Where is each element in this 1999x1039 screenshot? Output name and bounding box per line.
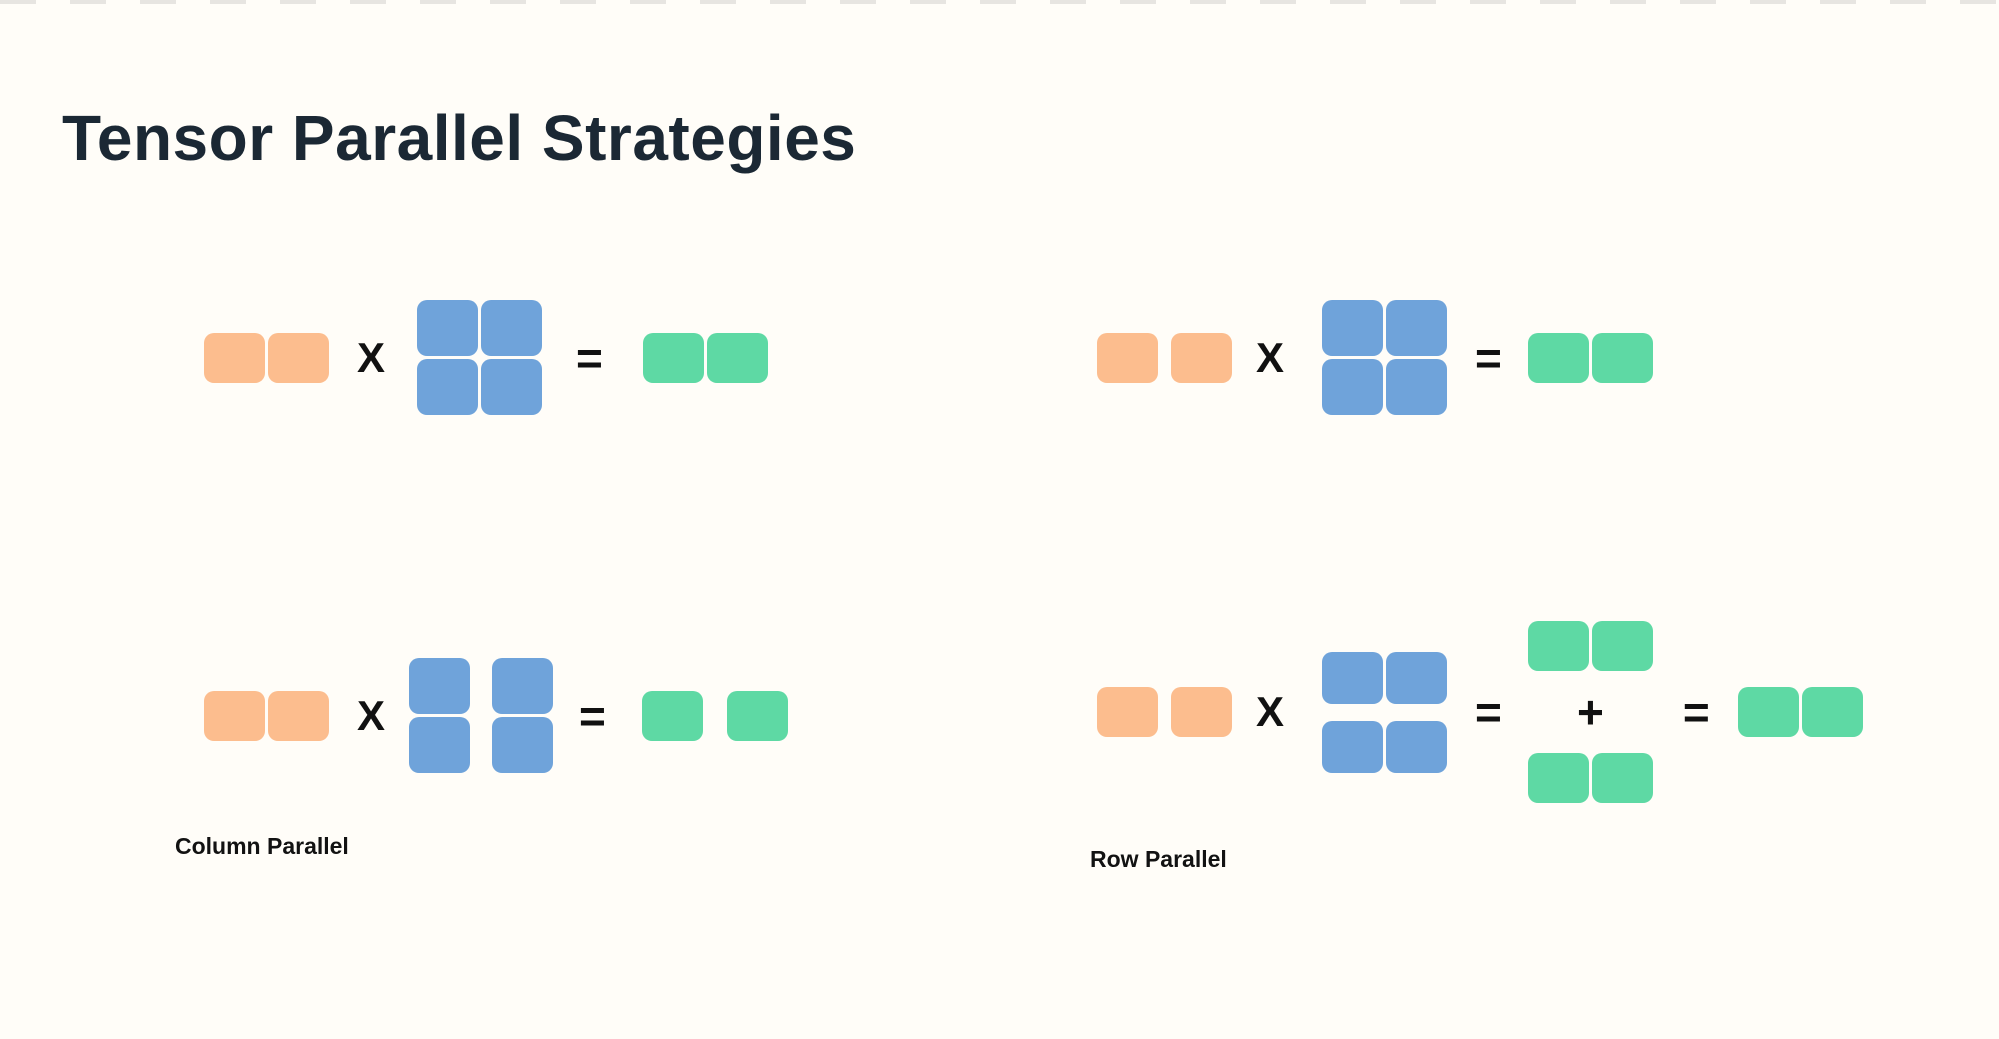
output-matrix bbox=[642, 332, 768, 383]
multiply-operator: X bbox=[357, 333, 386, 381]
output-matrix-row bbox=[1527, 332, 1653, 383]
weight-matrix bbox=[1322, 300, 1448, 415]
weight-shard-block bbox=[1322, 359, 1384, 415]
weight-shard-block bbox=[1322, 720, 1384, 773]
output-matrix bbox=[1527, 332, 1653, 383]
output-shard-block bbox=[726, 690, 788, 741]
output-shard-block bbox=[1527, 753, 1589, 803]
weight-shard-block bbox=[1386, 300, 1448, 356]
input-matrix-row bbox=[1097, 332, 1232, 383]
equals-operator: = bbox=[1475, 331, 1502, 384]
weight-matrix-row bbox=[1322, 651, 1448, 704]
input-shard-block bbox=[268, 690, 329, 741]
input-shard-block bbox=[268, 332, 329, 383]
weight-matrix bbox=[409, 658, 554, 773]
multiply-operator: X bbox=[1256, 333, 1285, 381]
weight-shard-block bbox=[1322, 651, 1384, 704]
output-matrix bbox=[1527, 621, 1653, 671]
input-shard-block bbox=[1097, 332, 1158, 383]
weight-shard-block bbox=[481, 359, 543, 415]
input-matrix-row bbox=[204, 690, 329, 741]
input-matrix bbox=[1097, 687, 1232, 737]
output-matrix bbox=[641, 690, 788, 741]
input-shard-block bbox=[204, 690, 265, 741]
weight-shard-block bbox=[1322, 300, 1384, 356]
equals-operator: = bbox=[1682, 686, 1710, 738]
output-matrix bbox=[1737, 687, 1863, 737]
input-shard-block bbox=[1171, 687, 1232, 737]
output-shard-block bbox=[1591, 753, 1653, 803]
equals-operator: = bbox=[1475, 686, 1502, 738]
output-shard-block bbox=[1591, 621, 1653, 671]
page-title: Tensor Parallel Strategies bbox=[62, 101, 857, 174]
output-shard-block bbox=[641, 690, 703, 741]
output-shard-block bbox=[706, 332, 768, 383]
weight-matrix bbox=[1322, 651, 1448, 773]
input-matrix bbox=[204, 690, 329, 741]
matmul-baseline-right: X= bbox=[1097, 300, 1653, 415]
equals-operator: = bbox=[576, 331, 603, 384]
column-parallel-caption: Column Parallel bbox=[175, 833, 349, 859]
weight-matrix-row bbox=[1322, 300, 1448, 356]
weight-shard-block bbox=[492, 717, 554, 773]
output-matrix-row bbox=[641, 690, 788, 741]
row-parallel-caption: Row Parallel bbox=[1090, 846, 1227, 872]
multiply-operator: X bbox=[1256, 688, 1285, 735]
weight-matrix-row bbox=[1322, 359, 1448, 415]
output-shard-block bbox=[1801, 687, 1863, 737]
output-shard-block bbox=[642, 332, 704, 383]
output-matrix-row bbox=[1527, 753, 1653, 803]
row-parallel-diagram: X = + = bbox=[1097, 621, 1863, 803]
output-shard-block bbox=[1737, 687, 1799, 737]
equals-operator: = bbox=[579, 689, 606, 742]
output-matrix-row bbox=[1737, 687, 1863, 737]
output-matrix-row bbox=[642, 332, 768, 383]
output-matrix bbox=[1527, 753, 1653, 803]
plus-operator: + bbox=[1576, 686, 1604, 738]
weight-matrix bbox=[417, 300, 543, 415]
weight-matrix-row bbox=[409, 717, 554, 773]
column-parallel-diagram: X= bbox=[204, 658, 788, 773]
multiply-operator: X bbox=[357, 691, 386, 739]
weight-shard-block bbox=[1386, 720, 1448, 773]
input-shard-block bbox=[1171, 332, 1232, 383]
weight-matrix-row bbox=[409, 658, 554, 714]
output-shard-block bbox=[1527, 621, 1589, 671]
weight-matrix-row bbox=[1322, 720, 1448, 773]
input-shard-block bbox=[1097, 687, 1158, 737]
partial-sum-stack: + bbox=[1527, 621, 1653, 803]
weight-shard-block bbox=[1386, 359, 1448, 415]
weight-matrix-row bbox=[417, 300, 543, 356]
output-matrix-row bbox=[1527, 621, 1653, 671]
input-matrix-row bbox=[1097, 687, 1232, 737]
input-matrix bbox=[204, 332, 329, 383]
output-shard-block bbox=[1591, 332, 1653, 383]
weight-shard-block bbox=[481, 300, 543, 356]
weight-shard-block bbox=[409, 658, 471, 714]
input-shard-block bbox=[204, 332, 265, 383]
weight-matrix-row bbox=[417, 359, 543, 415]
top-dashed-border bbox=[0, 0, 1999, 4]
input-matrix-row bbox=[204, 332, 329, 383]
weight-shard-block bbox=[417, 300, 479, 356]
weight-shard-block bbox=[417, 359, 479, 415]
weight-shard-block bbox=[1386, 651, 1448, 704]
weight-shard-block bbox=[409, 717, 471, 773]
matmul-baseline-left: X= bbox=[204, 300, 768, 415]
output-shard-block bbox=[1527, 332, 1589, 383]
input-matrix bbox=[1097, 332, 1232, 383]
weight-shard-block bbox=[492, 658, 554, 714]
